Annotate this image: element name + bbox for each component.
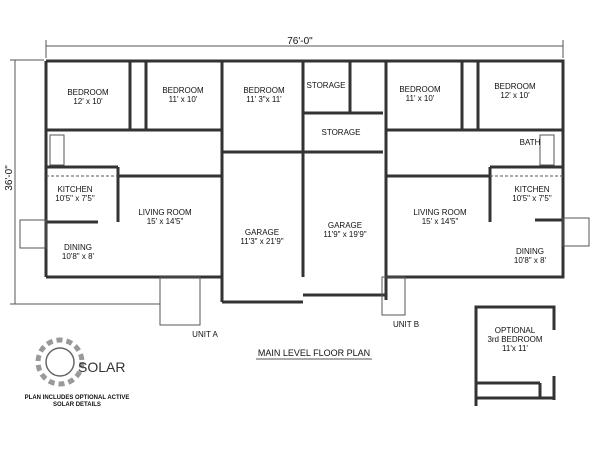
room-size: 15' x 14'5" bbox=[147, 217, 184, 226]
room-name: DINING bbox=[64, 243, 92, 252]
room-size: 11' x 10' bbox=[169, 95, 198, 104]
room-name: BEDROOM bbox=[67, 88, 109, 97]
room-size: 11' 3"x 11' bbox=[246, 95, 282, 104]
room-name: KITCHEN bbox=[57, 185, 92, 194]
unit-a-label: UNIT A bbox=[192, 330, 218, 339]
walls bbox=[44, 59, 565, 304]
room-size: 10'8" x 8' bbox=[514, 256, 547, 265]
room-size: 10'5" x 7'5" bbox=[512, 194, 552, 203]
unit-b-label: UNIT B bbox=[393, 320, 419, 329]
dimension-lines bbox=[10, 40, 564, 305]
room-size: 12' x 10' bbox=[73, 97, 103, 106]
room-name: BEDROOM bbox=[162, 86, 204, 95]
room-name: DINING bbox=[516, 247, 544, 256]
storage-label: STORAGE bbox=[307, 81, 346, 90]
optional-bedroom-plan bbox=[474, 305, 556, 406]
room-name: BATH bbox=[520, 138, 541, 147]
storage-label: STORAGE bbox=[322, 128, 361, 137]
plan-title: MAIN LEVEL FLOOR PLAN bbox=[258, 348, 370, 358]
room-name: BEDROOM bbox=[399, 85, 441, 94]
logo-caption: PLAN INCLUDES OPTIONAL ACTIVE bbox=[25, 395, 130, 401]
optional-line1: OPTIONAL bbox=[495, 326, 536, 335]
room-name: LIVING ROOM bbox=[413, 208, 467, 217]
logo-text: SOLAR bbox=[78, 359, 125, 375]
porches bbox=[19, 134, 590, 326]
room-size: 11' x 10' bbox=[406, 94, 435, 103]
room-size: 15' x 14'5" bbox=[422, 217, 459, 226]
room-size: 10'5" x 7'5" bbox=[55, 194, 95, 203]
room-size: 12' x 10' bbox=[500, 91, 530, 100]
room-name: GARAGE bbox=[328, 221, 362, 230]
room-size: 11'9" x 19'9" bbox=[323, 230, 366, 239]
room-name: GARAGE bbox=[245, 228, 279, 237]
room-size: 11'3" x 21'9" bbox=[240, 237, 283, 246]
room-size: 10'8" x 8' bbox=[62, 252, 95, 261]
optional-size: 11'x 11' bbox=[502, 344, 528, 353]
width-dimension: 76'-0" bbox=[287, 36, 313, 47]
room-name: KITCHEN bbox=[514, 185, 549, 194]
solar-logo: SOLAR bbox=[35, 337, 125, 387]
room-name: LIVING ROOM bbox=[138, 208, 192, 217]
optional-line2: 3rd BEDROOM bbox=[487, 335, 542, 344]
room-name: BEDROOM bbox=[494, 82, 536, 91]
depth-dimension: 36'-0" bbox=[4, 165, 15, 191]
logo-caption: SOLAR DETAILS bbox=[53, 402, 101, 408]
room-name: BEDROOM bbox=[243, 86, 285, 95]
